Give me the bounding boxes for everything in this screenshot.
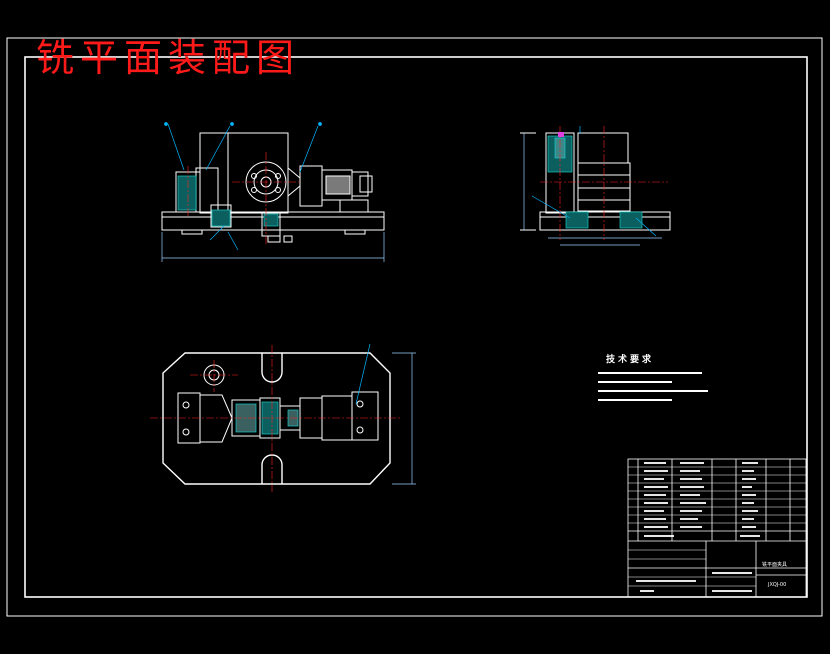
- side-view: [520, 132, 671, 246]
- front-view-center-lines: [187, 152, 300, 245]
- tech-requirements-lines: [598, 372, 708, 401]
- plan-view-leader: [355, 343, 371, 405]
- title-block: [627, 458, 807, 598]
- marker-magenta: [558, 132, 564, 137]
- front-view-sections: [177, 175, 279, 227]
- plan-view-center-lines: [150, 345, 400, 492]
- drawing-title: 铣平面装配图: [36, 36, 301, 80]
- outer-frame: [6, 37, 823, 617]
- inner-frame: [24, 56, 808, 598]
- front-view-leaders: [164, 122, 322, 251]
- side-view-center-lines: [540, 126, 668, 240]
- side-view-leaders: [531, 126, 657, 237]
- title-block-rows: [628, 466, 806, 587]
- titleblock-name: 铣平面夹具: [762, 562, 788, 568]
- tech-requirements-title: 技术要求: [606, 355, 655, 365]
- titleblock-code: JXQJ-00: [768, 582, 787, 588]
- title-block-row-text-marks: [636, 462, 760, 592]
